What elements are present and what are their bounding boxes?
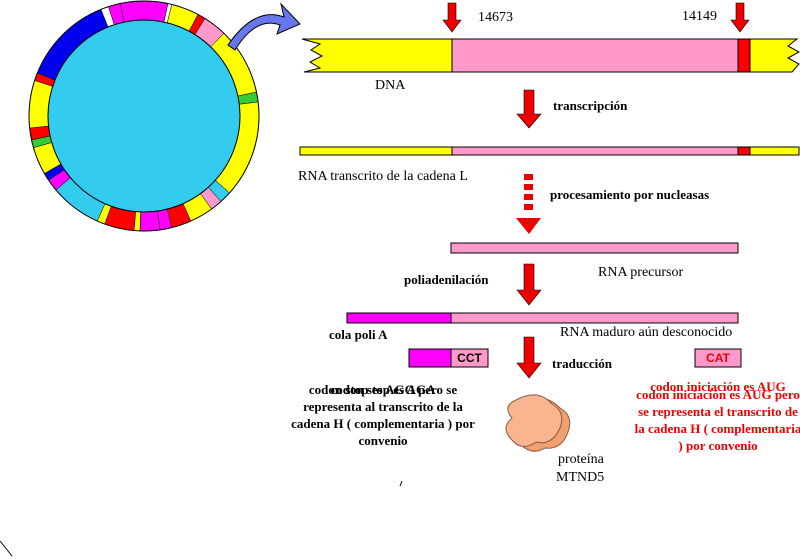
proteina-label: proteína xyxy=(558,452,604,467)
position-arrow-left xyxy=(442,2,462,33)
stray-corner-line xyxy=(0,540,13,557)
genome-ring-outer-edge xyxy=(28,0,260,232)
arrow-dash-head xyxy=(516,218,541,234)
dna-yellow-left xyxy=(301,38,453,73)
transcripcion-label: transcripción xyxy=(553,98,628,113)
genome-ring-segment xyxy=(119,0,169,23)
rna-maduro-strand xyxy=(346,312,739,324)
rna-maduro-bar xyxy=(450,312,739,324)
stray-mark xyxy=(399,480,403,487)
start-codon-note-a: codon iniciación es AUG xyxy=(650,379,786,394)
cola-poli-a-label: cola poli A xyxy=(329,327,388,342)
arrow-poliadenilacion xyxy=(516,263,542,306)
dna-strand xyxy=(301,38,800,73)
rna-transcrito-yellow-right xyxy=(749,146,800,156)
dna-gene-pink xyxy=(451,38,739,73)
arrow-transcripcion xyxy=(516,89,542,129)
rna-transcrito-pink xyxy=(451,146,739,156)
start-codon-label: CAT xyxy=(706,351,730,365)
stop-codon-tail xyxy=(408,348,452,368)
start-codon-note-b: codon iniciación es AUG pero se represen… xyxy=(634,387,800,453)
mitochondrial-genome-circle xyxy=(28,0,260,232)
position-label-right: 14149 xyxy=(682,9,717,24)
protein-blob xyxy=(505,394,571,452)
dna-label: DNA xyxy=(375,78,406,93)
cola-poli-a-bar xyxy=(346,312,452,324)
rna-precursor-label: RNA precursor xyxy=(598,265,684,280)
arrow-dash xyxy=(524,184,533,190)
arrow-procesamiento-dashed xyxy=(516,174,541,234)
arrow-dash xyxy=(524,174,533,180)
stop-codon-note-a: codon stop es AGA xyxy=(330,382,436,397)
poliadenilacion-label: poliadenilación xyxy=(404,272,489,287)
protein-blob-front xyxy=(505,394,563,447)
genome-ring-segment xyxy=(139,210,161,232)
rna-transcrito-red xyxy=(737,146,751,156)
start-codon-box xyxy=(694,348,742,368)
rna-transcrito-strand xyxy=(299,146,800,156)
dna-red-marker xyxy=(737,38,751,73)
position-arrow-right xyxy=(730,2,750,33)
stop-codon-box xyxy=(450,348,489,368)
rna-transcrito-yellow-left xyxy=(299,146,453,156)
proteina-name-label: MTND5 xyxy=(556,470,605,485)
curved-pointer-arrow xyxy=(227,2,301,51)
traduccion-label: traducción xyxy=(552,356,612,371)
dna-yellow-right xyxy=(749,38,800,73)
arrow-dash xyxy=(524,204,533,210)
rna-transcrito-label: RNA transcrito de la cadena L xyxy=(298,169,468,184)
stop-codon-label: CCT xyxy=(457,351,482,365)
rna-maduro-label: RNA maduro aún desconocido xyxy=(560,325,733,340)
arrow-traduccion xyxy=(516,336,542,379)
position-label-left: 14673 xyxy=(478,10,513,25)
genome-inner-disc xyxy=(47,19,241,213)
rna-precursor-bar xyxy=(450,242,739,254)
arrow-dash xyxy=(524,194,533,200)
procesamiento-label: procesamiento por nucleasas xyxy=(550,187,710,202)
stop-codon-note-b: codon stop es AGG pero se representa al … xyxy=(291,382,475,448)
